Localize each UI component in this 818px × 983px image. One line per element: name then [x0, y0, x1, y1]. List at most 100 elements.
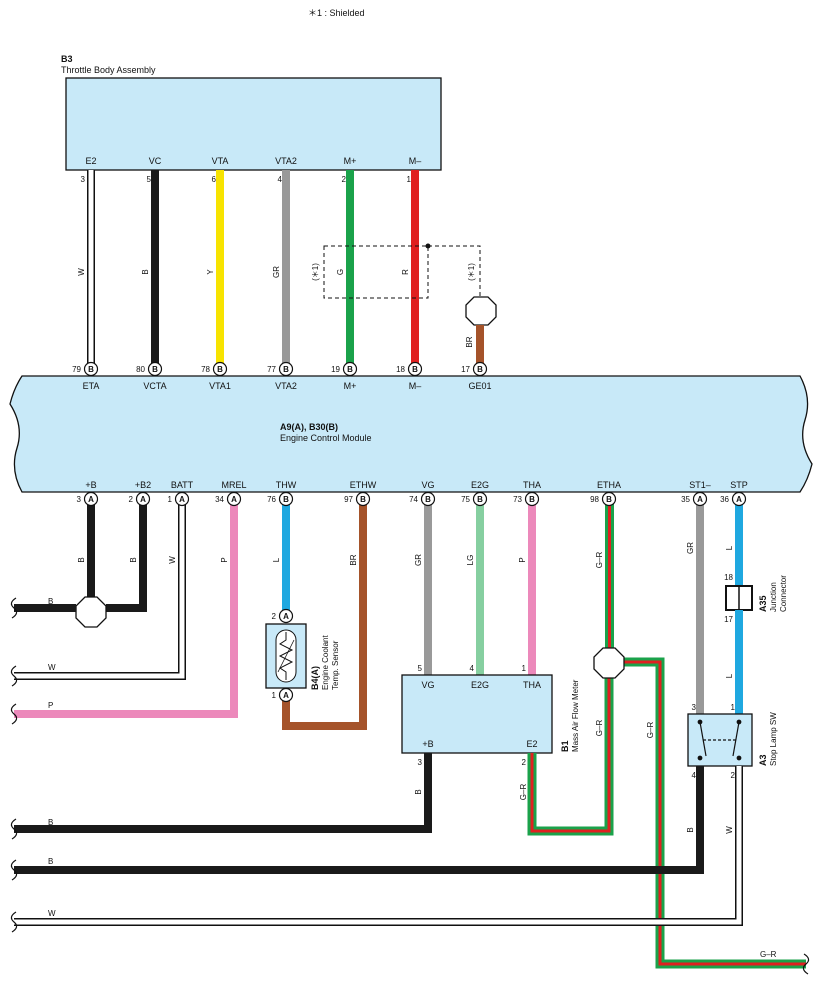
- shield-ground-splice: [465, 296, 497, 326]
- left-label-b3: B: [48, 857, 53, 866]
- ecm-pin-35a: 35: [681, 495, 690, 504]
- label-br-ethw: BR: [349, 554, 358, 565]
- label-gr-etha: G–R: [595, 552, 604, 569]
- splice-plusb: [75, 596, 107, 628]
- ecm-pin-36a: 36: [720, 495, 729, 504]
- svg-text:B: B: [283, 495, 289, 504]
- ecm-label-st1: ST1–: [689, 480, 711, 490]
- ecm-label-tha: THA: [523, 480, 541, 490]
- left-label-p: P: [48, 701, 53, 710]
- left-label-w2: W: [48, 909, 56, 918]
- tb-term-vta: VTA: [212, 156, 229, 166]
- tb-term-vta2: VTA2: [275, 156, 297, 166]
- wire-break-marks: [10, 597, 810, 975]
- label-l-junction: L: [725, 673, 734, 678]
- tb-term-vc: VC: [149, 156, 162, 166]
- coolant-pin-1: 1: [272, 691, 277, 700]
- wire-sw-w: [14, 766, 743, 926]
- maf-label-vg: VG: [421, 680, 434, 690]
- ecm-label-b: +B: [85, 480, 96, 490]
- ecm-box: [9, 375, 813, 493]
- coolant-code: B4(A): [310, 666, 320, 690]
- ecm-pin-97b: 97: [344, 495, 353, 504]
- maf-label-e2: E2: [526, 739, 537, 749]
- wire-vta2: [282, 170, 290, 363]
- ecm-label-ge01: GE01: [468, 381, 491, 391]
- label-gr-st1: GR: [686, 542, 695, 554]
- svg-text:B: B: [347, 365, 353, 374]
- wire-plusb2: [106, 500, 147, 612]
- wire-label-b: B: [141, 269, 150, 274]
- wire-thw: [282, 500, 290, 610]
- wire-vta-vta1: [216, 170, 224, 363]
- maf-pin-4: 4: [470, 664, 475, 673]
- junction-name-1: Junction: [769, 582, 778, 612]
- ecm-label-vg: VG: [421, 480, 434, 490]
- ecm-label-thw: THW: [276, 480, 297, 490]
- coolant-pin-2: 2: [272, 612, 277, 621]
- label-gr-bottom-right: G–R: [760, 950, 777, 959]
- sw-pin-1: 1: [731, 703, 736, 712]
- stop-lamp-code: A3: [758, 754, 768, 766]
- ecm-bottom-pins: A A A A B B B B B B A A: [83, 491, 747, 507]
- ecm-pin-17: 17: [461, 365, 470, 374]
- label-w-batt: W: [168, 556, 177, 564]
- label-p-mrel: P: [220, 557, 229, 562]
- svg-text:B: B: [152, 365, 158, 374]
- shield-dashed: [323, 245, 481, 299]
- wire-stp-upper: [735, 500, 743, 586]
- wire-label-w: W: [77, 268, 86, 276]
- svg-text:B: B: [606, 495, 612, 504]
- svg-text:A: A: [697, 495, 703, 504]
- left-label-w1: W: [48, 663, 56, 672]
- label-b-sw: B: [686, 827, 695, 832]
- wire-label-y: Y: [206, 269, 215, 275]
- svg-text:A: A: [88, 495, 94, 504]
- ecm-pin-73b: 73: [513, 495, 522, 504]
- ecm-label-mminus: M–: [409, 381, 422, 391]
- ecm-pin-19: 19: [331, 365, 340, 374]
- svg-text:B: B: [360, 495, 366, 504]
- throttle-body-code: B3: [61, 54, 73, 64]
- ecm-name: Engine Control Module: [280, 433, 372, 443]
- label-b-plusb2: B: [129, 557, 138, 562]
- svg-text:A: A: [231, 495, 237, 504]
- tb-term-e2: E2: [85, 156, 96, 166]
- ecm-pin-3a: 3: [77, 495, 82, 504]
- svg-text:B: B: [88, 365, 94, 374]
- shield-junction-dot: [425, 243, 431, 249]
- wire-etha: [605, 500, 614, 649]
- ecm-label-e2g: E2G: [471, 480, 489, 490]
- ecm-label-vta1: VTA1: [209, 381, 231, 391]
- shield-mark-left: (＊1): [311, 263, 320, 281]
- tb-term-mplus: M+: [344, 156, 357, 166]
- wire-maf-plusb: [14, 753, 432, 833]
- coolant-pin-bottom: [278, 687, 294, 703]
- wire-batt: [14, 500, 186, 680]
- label-lg-e2g: LG: [466, 555, 475, 566]
- wire-mminus: [411, 170, 419, 363]
- wire-label-br-ge01: BR: [465, 336, 474, 347]
- maf-label-tha: THA: [523, 680, 541, 690]
- svg-text:B: B: [217, 365, 223, 374]
- ecm-pin-34a: 34: [215, 495, 224, 504]
- ecm-label-ethw: ETHW: [350, 480, 377, 490]
- svg-text:B: B: [529, 495, 535, 504]
- svg-text:A: A: [283, 612, 289, 621]
- ecm-pin-77: 77: [267, 365, 276, 374]
- label-gr-right-vertical: G–R: [646, 722, 655, 739]
- svg-text:B: B: [477, 495, 483, 504]
- ecm-label-b2: +B2: [135, 480, 151, 490]
- resistor-icon: [278, 632, 294, 680]
- tb-pin-3: 3: [81, 175, 86, 184]
- shield-mark-right: (＊1): [467, 263, 476, 281]
- label-p-tha: P: [518, 557, 527, 562]
- svg-text:B: B: [425, 495, 431, 504]
- label-gr-maf-e2: G–R: [519, 784, 528, 801]
- ecm-label-eta: ETA: [83, 381, 100, 391]
- label-l-stp: L: [725, 545, 734, 550]
- ecm-pin-1a: 1: [168, 495, 173, 504]
- svg-text:B: B: [477, 365, 483, 374]
- svg-text:A: A: [140, 495, 146, 504]
- sw-pin-2: 2: [731, 771, 736, 780]
